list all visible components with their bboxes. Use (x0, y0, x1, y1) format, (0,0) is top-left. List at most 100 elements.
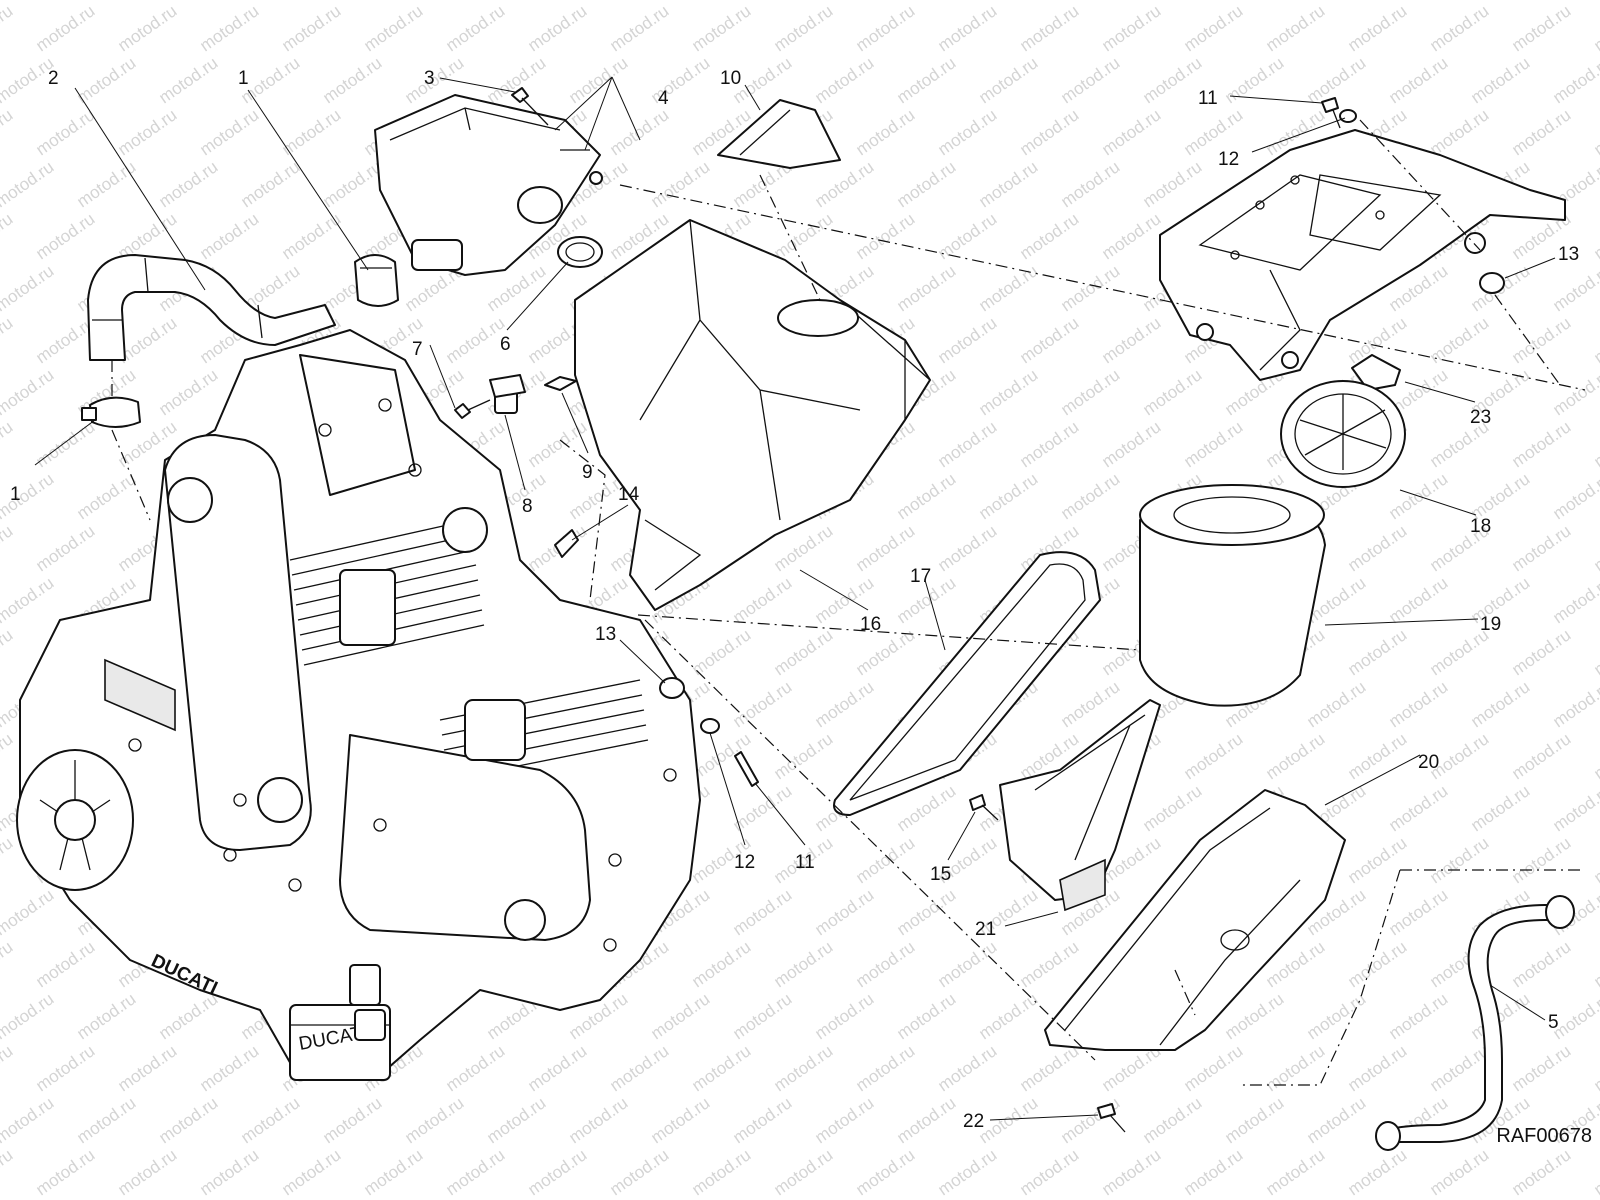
watermark-text: motod.ru (1508, 937, 1574, 991)
watermark-text: motod.ru (360, 1, 426, 55)
watermark-text: motod.ru (688, 1041, 754, 1095)
callout-9: 9 (582, 462, 593, 483)
watermark-text: motod.ru (73, 469, 139, 523)
watermark-text: motod.ru (770, 1041, 836, 1095)
watermark-text: motod.ru (196, 209, 262, 263)
watermark-text: motod.ru (319, 157, 385, 211)
watermark-text: motod.ru (0, 209, 16, 263)
screw-11-upper (1321, 97, 1341, 129)
watermark-text: motod.ru (114, 105, 180, 159)
callout-2: 2 (48, 68, 59, 89)
watermark-text: motod.ru (1016, 417, 1082, 471)
screw-7 (454, 399, 491, 419)
watermark-text: motod.ru (1549, 781, 1600, 835)
blowby-tank (374, 94, 601, 276)
watermark-text: motod.ru (975, 469, 1041, 523)
watermark-text: motod.ru (155, 157, 221, 211)
watermark-text: motod.ru (32, 1145, 98, 1199)
watermark-text: motod.ru (1549, 573, 1600, 627)
callout-12b: 12 (734, 852, 755, 873)
watermark-text: motod.ru (0, 0, 57, 3)
watermark-text: motod.ru (1344, 1041, 1410, 1095)
watermark-text: motod.ru (688, 625, 754, 679)
watermark-text: motod.ru (1344, 1145, 1410, 1199)
hose-clamp-upper (354, 254, 399, 307)
callout-16: 16 (860, 614, 881, 635)
callout-6: 6 (500, 334, 511, 355)
watermark-text: motod.ru (0, 833, 16, 887)
watermark-text: motod.ru (524, 1041, 590, 1095)
drain-hose-5 (1375, 895, 1575, 1151)
callout-18: 18 (1470, 516, 1491, 537)
watermark-text: motod.ru (1098, 1145, 1164, 1199)
watermark-text: motod.ru (975, 1093, 1041, 1147)
watermark-text: motod.ru (729, 1093, 795, 1147)
watermark-text: motod.ru (524, 1, 590, 55)
watermark-text: motod.ru (0, 521, 16, 575)
watermark-text: motod.ru (1385, 885, 1451, 939)
watermark-text: motod.ru (893, 989, 959, 1043)
watermark-text: motod.ru (73, 1093, 139, 1147)
watermark-text: motod.ru (1590, 313, 1600, 367)
watermark-text: motod.ru (852, 1, 918, 55)
screw-15 (969, 794, 999, 821)
watermark-text: motod.ru (852, 1145, 918, 1199)
airbox-body (574, 219, 931, 611)
watermark-text: motod.ru (1180, 1145, 1246, 1199)
watermark-text: motod.ru (1016, 1041, 1082, 1095)
watermark-text: motod.ru (934, 209, 1000, 263)
watermark-text: motod.ru (811, 885, 877, 939)
watermark-text: motod.ru (442, 1145, 508, 1199)
watermark-text: motod.ru (1508, 1, 1574, 55)
watermark-text: motod.ru (0, 937, 16, 991)
screw-22 (1097, 1103, 1126, 1133)
watermark-text: motod.ru (237, 0, 303, 3)
watermark-text: motod.ru (1385, 573, 1451, 627)
watermark-text: motod.ru (852, 937, 918, 991)
callout-17: 17 (910, 566, 931, 587)
watermark-text: motod.ru (114, 1145, 180, 1199)
watermark-text: motod.ru (811, 989, 877, 1043)
watermark-text: motod.ru (319, 1093, 385, 1147)
watermark-text: motod.ru (0, 729, 16, 783)
watermark-text: motod.ru (0, 105, 16, 159)
watermark-text: motod.ru (32, 1041, 98, 1095)
watermark-text: motod.ru (278, 1145, 344, 1199)
watermark-text: motod.ru (975, 53, 1041, 107)
watermark-text: motod.ru (1098, 313, 1164, 367)
watermark-text: motod.ru (155, 53, 221, 107)
watermark-text: motod.ru (196, 1041, 262, 1095)
watermark-text: motod.ru (606, 1, 672, 55)
watermark-text: motod.ru (1016, 313, 1082, 367)
watermark-text: motod.ru (934, 1145, 1000, 1199)
watermark-text: motod.ru (1426, 313, 1492, 367)
watermark-text: motod.ru (1590, 1041, 1600, 1095)
engine-assembly: DUCATI DUCATI (16, 329, 701, 1081)
grommet-13-lower (659, 677, 685, 699)
watermark-text: motod.ru (647, 1093, 713, 1147)
watermark-text: motod.ru (1016, 1, 1082, 55)
watermark-text: motod.ru (688, 1145, 754, 1199)
sensor-8 (489, 374, 526, 414)
watermark-text: motod.ru (975, 0, 1041, 3)
watermark-text: motod.ru (1303, 989, 1369, 1043)
watermark-text: motod.ru (1057, 261, 1123, 315)
watermark-text: motod.ru (1057, 469, 1123, 523)
watermark-text: motod.ru (1303, 0, 1369, 3)
callout-10: 10 (720, 68, 741, 89)
watermark-text: motod.ru (401, 0, 467, 3)
spacer-12-upper (1339, 109, 1357, 123)
watermark-text: motod.ru (278, 209, 344, 263)
watermark-text: motod.ru (1098, 105, 1164, 159)
callout-1: 1 (238, 68, 249, 89)
watermark-text: motod.ru (770, 937, 836, 991)
watermark-text: motod.ru (1508, 1145, 1574, 1199)
watermark-text: motod.ru (1262, 1, 1328, 55)
callout-labels: 2 1 3 4 10 11 12 13 6 7 8 9 1 14 16 17 2… (10, 68, 1579, 1132)
watermark-text: motod.ru (1549, 469, 1600, 523)
watermark-text: motod.ru (73, 53, 139, 107)
screw-3 (511, 87, 549, 126)
watermark-text: motod.ru (1016, 209, 1082, 263)
hose-clamp-lower (81, 396, 141, 428)
callout-19: 19 (1480, 614, 1501, 635)
